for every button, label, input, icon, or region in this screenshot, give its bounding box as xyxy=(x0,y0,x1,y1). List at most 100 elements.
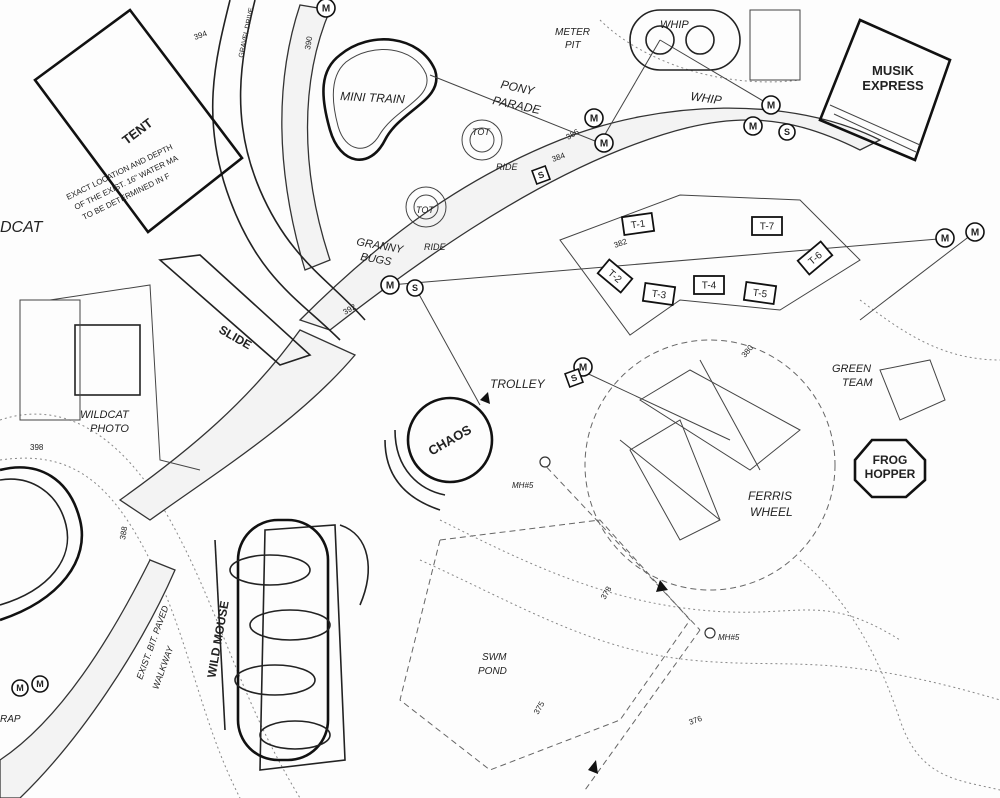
label-tent: TENT xyxy=(119,115,155,147)
svg-text:M: M xyxy=(600,139,608,150)
flow-arrow-1 xyxy=(656,580,668,592)
flow-arrow-3 xyxy=(480,392,490,404)
label-rap: RAP xyxy=(0,714,21,725)
label-bugs: BUGS xyxy=(359,251,392,268)
wild-mouse-track xyxy=(214,518,369,771)
wildcat-track xyxy=(0,466,84,622)
label-express: EXPRESS xyxy=(862,78,924,93)
svg-text:380: 380 xyxy=(740,343,756,359)
svg-text:S: S xyxy=(569,372,578,383)
whip-ride xyxy=(629,9,801,81)
tables: T-1 T-2 T-3 T-4 T-5 T-6 T-7 xyxy=(596,211,834,307)
table-t2: T-2 xyxy=(596,258,634,294)
svg-text:390: 390 xyxy=(303,35,314,50)
gravel-drive-line-2 xyxy=(239,0,366,321)
svg-text:M: M xyxy=(941,234,949,245)
svg-text:M: M xyxy=(36,679,44,689)
label-whip-top: WHIP xyxy=(660,19,689,31)
label-wildcat-left: DCAT xyxy=(0,219,44,236)
svg-text:S: S xyxy=(536,169,545,180)
table-t7: T-7 xyxy=(751,216,783,236)
label-tot-2: TOT xyxy=(416,205,435,215)
tot-ride-1 xyxy=(461,119,503,161)
label-pond: POND xyxy=(478,666,507,677)
chaos-ride xyxy=(384,396,494,511)
label-mh-2: MH#5 xyxy=(718,633,740,642)
label-mini-train: MINI TRAIN xyxy=(340,89,406,106)
wildcat-photo-building xyxy=(19,284,201,471)
svg-text:398: 398 xyxy=(30,443,44,452)
label-whip-side: WHIP xyxy=(690,89,723,107)
label-hopper: HOPPER xyxy=(865,467,916,481)
green-team-structure xyxy=(879,359,946,421)
label-mh-1: MH#5 xyxy=(512,481,534,490)
label-wildcat-photo-1: WILDCAT xyxy=(80,409,130,421)
ferris-wheel xyxy=(584,339,836,591)
svg-text:T-7: T-7 xyxy=(760,222,775,233)
manhole-1 xyxy=(539,456,551,468)
svg-text:T-4: T-4 xyxy=(702,281,717,292)
slide xyxy=(158,254,312,366)
svg-text:S: S xyxy=(412,283,418,293)
manhole-2 xyxy=(704,627,716,639)
picnic-table-area xyxy=(559,194,861,336)
svg-text:T-3: T-3 xyxy=(651,289,667,302)
label-ferris: FERRIS xyxy=(748,489,792,503)
label-trolley: TROLLEY xyxy=(490,377,546,391)
tot-ride-2-inner xyxy=(413,194,439,220)
table-t6: T-6 xyxy=(796,240,834,276)
svg-text:M: M xyxy=(590,114,598,125)
label-swm: SWM xyxy=(482,652,507,663)
label-team: TEAM xyxy=(842,377,873,389)
tot-ride-2 xyxy=(405,186,447,228)
table-t4: T-4 xyxy=(693,275,725,295)
tent xyxy=(33,8,244,234)
service-markers: S S S S xyxy=(406,123,796,388)
main-walkway xyxy=(0,4,882,798)
table-t1: T-1 xyxy=(620,211,656,237)
svg-text:M: M xyxy=(767,101,775,112)
label-tot-1: TOT xyxy=(472,127,491,137)
svg-text:375: 375 xyxy=(532,699,547,716)
svg-text:S: S xyxy=(784,127,790,137)
swim-pond xyxy=(399,519,691,771)
label-wildcat-photo-2: PHOTO xyxy=(90,423,129,435)
svg-text:M: M xyxy=(16,683,24,693)
svg-text:M: M xyxy=(322,4,330,15)
label-meter-pit-2: PIT xyxy=(565,40,581,51)
svg-text:382: 382 xyxy=(613,237,629,250)
tot-ride-1-inner xyxy=(469,127,495,153)
label-green: GREEN xyxy=(832,363,871,375)
label-frog: FROG xyxy=(873,453,908,467)
label-pony-parade-2: PARADE xyxy=(491,93,542,117)
electrical-lines xyxy=(389,39,976,791)
label-wild-mouse: WILD MOUSE xyxy=(204,600,231,679)
svg-text:T-1: T-1 xyxy=(630,218,646,231)
flow-arrow-2 xyxy=(588,760,598,774)
label-musik: MUSIK xyxy=(872,63,915,78)
label-ride-2: RIDE xyxy=(424,242,446,252)
label-ride-1: RIDE xyxy=(496,162,518,172)
table-t5: T-5 xyxy=(742,280,778,306)
label-wheel: WHEEL xyxy=(750,505,793,519)
svg-text:M: M xyxy=(971,228,979,239)
frog-hopper xyxy=(853,438,927,499)
svg-text:T-5: T-5 xyxy=(752,288,768,301)
label-meter-pit-1: METER xyxy=(555,27,590,38)
svg-text:M: M xyxy=(749,122,757,133)
mini-train-track xyxy=(322,38,438,161)
meter-markers: M M M M M M M M M M M xyxy=(11,0,985,697)
label-chaos: CHAOS xyxy=(426,422,474,459)
svg-text:378: 378 xyxy=(599,584,614,601)
gravel-drive-line xyxy=(211,0,341,341)
contour-lines xyxy=(0,19,1000,798)
svg-text:376: 376 xyxy=(688,714,704,727)
label-gravel-drive: GRAVEL DRIVE xyxy=(238,7,256,59)
svg-text:394: 394 xyxy=(193,29,209,42)
svg-text:M: M xyxy=(579,363,587,374)
svg-text:388: 388 xyxy=(118,525,129,540)
svg-text:M: M xyxy=(386,281,394,292)
table-t3: T-3 xyxy=(641,281,677,307)
